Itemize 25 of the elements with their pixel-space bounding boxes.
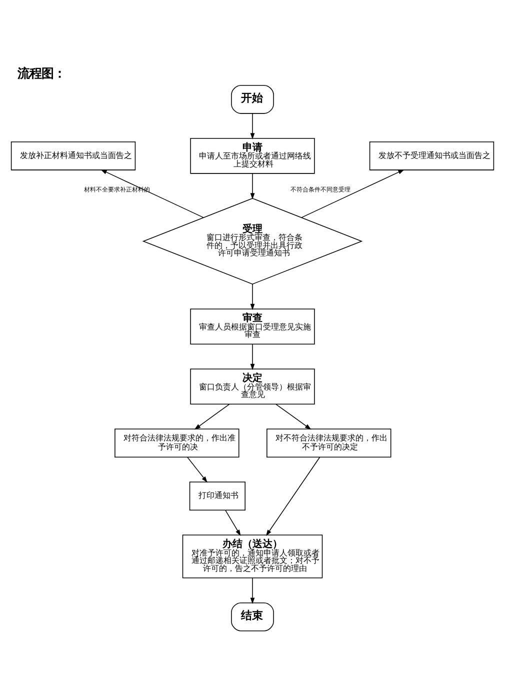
arrow (250, 113, 255, 140)
node-box: 对符合法律法规要求的，作出准予许可的决 (114, 428, 240, 458)
arrow (250, 344, 255, 370)
arrow (250, 173, 255, 200)
node-box: 打印通知书 (189, 482, 246, 510)
node-box: 结束 (231, 602, 274, 632)
node-box: 对不符合法律法规要求的，作出不予许可的决定 (266, 428, 392, 458)
node-box: 申请 申请人至市场所或者通过网络线上提交材料 (190, 138, 315, 174)
arrow (266, 456, 320, 536)
node-diamond: 受理 窗口进行形式审查，符合条件的，予以受理并出具行政许可申请受理通知书 (142, 198, 363, 285)
arrow (250, 284, 255, 310)
node-box: 决定 窗口负责人（分管领导）根据审查意见 (190, 368, 315, 404)
arrow (301, 169, 404, 218)
arrow (225, 510, 241, 536)
arrow (275, 404, 312, 430)
arrow (250, 578, 255, 604)
arrow (100, 169, 204, 218)
node-box: 开始 (231, 85, 274, 114)
node-box: 办结（送达） 对准予许可的，通知申请人领取或者通过邮递相关证照或者批文；对不予许可的，告之不予许可的理由 (182, 534, 323, 578)
node-box: 发放不予受理通知书或当面告之 (369, 141, 494, 170)
node-box: 审查 审查人员根据窗口受理意见实施审查 (190, 308, 315, 344)
node-box: 发放补正材料通知书或当面告之 (10, 141, 136, 170)
diagram-title: 流程图： (18, 65, 66, 80)
arrow (194, 404, 230, 430)
arrow (187, 456, 208, 483)
